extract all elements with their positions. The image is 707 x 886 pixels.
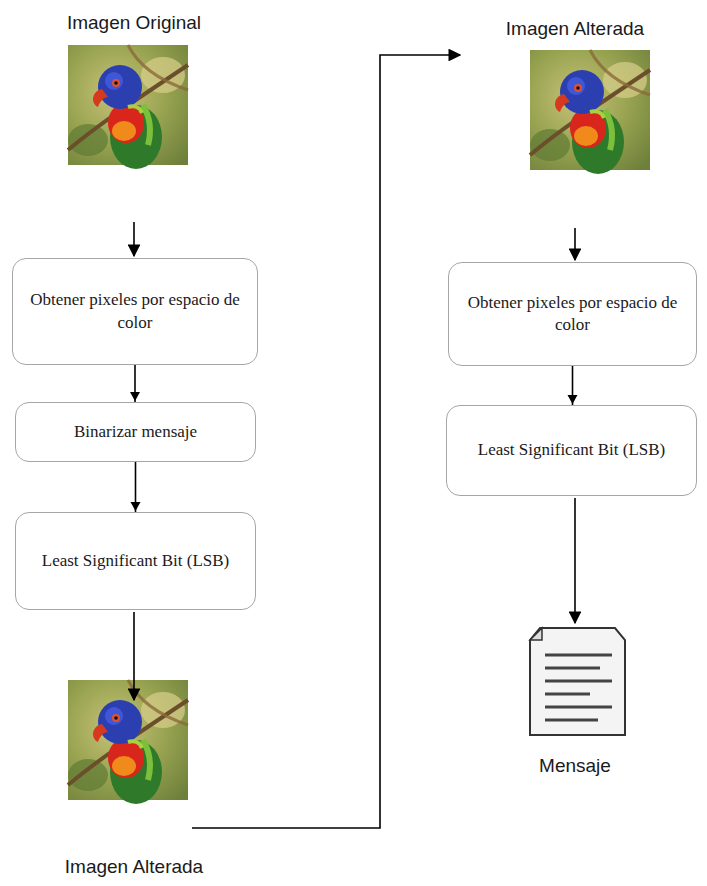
flow-arrow: [133, 612, 135, 700]
box-text: Obtener pixeles por espacio de color: [461, 292, 684, 336]
flow-arrow: [574, 498, 576, 623]
image-label: Imagen Alterada: [65, 856, 203, 878]
flow-arrow: [130, 365, 140, 402]
box-text: Binarizar mensaje: [74, 421, 197, 443]
process-box: Obtener pixeles por espacio de color: [448, 262, 697, 366]
process-box: Obtener pixeles por espacio de color: [12, 258, 258, 365]
flow-arrow: [568, 366, 578, 405]
parrot-image: [530, 50, 650, 174]
document-icon: [530, 628, 625, 735]
process-box: Binarizar mensaje: [15, 402, 256, 462]
flow-arrow: [131, 462, 141, 512]
box-text: Least Significant Bit (LSB): [42, 550, 229, 572]
image-label: Mensaje: [539, 755, 611, 777]
box-text: Obtener pixeles por espacio de color: [25, 289, 245, 333]
image-label: Imagen Alterada: [506, 18, 644, 40]
flow-arrow: [133, 222, 135, 256]
flow-arrow: [574, 228, 576, 260]
image-label: Imagen Original: [67, 12, 201, 34]
parrot-image: [68, 680, 188, 804]
box-text: Least Significant Bit (LSB): [478, 439, 665, 461]
parrot-image: [68, 45, 188, 169]
process-box: Least Significant Bit (LSB): [446, 405, 697, 496]
process-box: Least Significant Bit (LSB): [15, 512, 256, 610]
